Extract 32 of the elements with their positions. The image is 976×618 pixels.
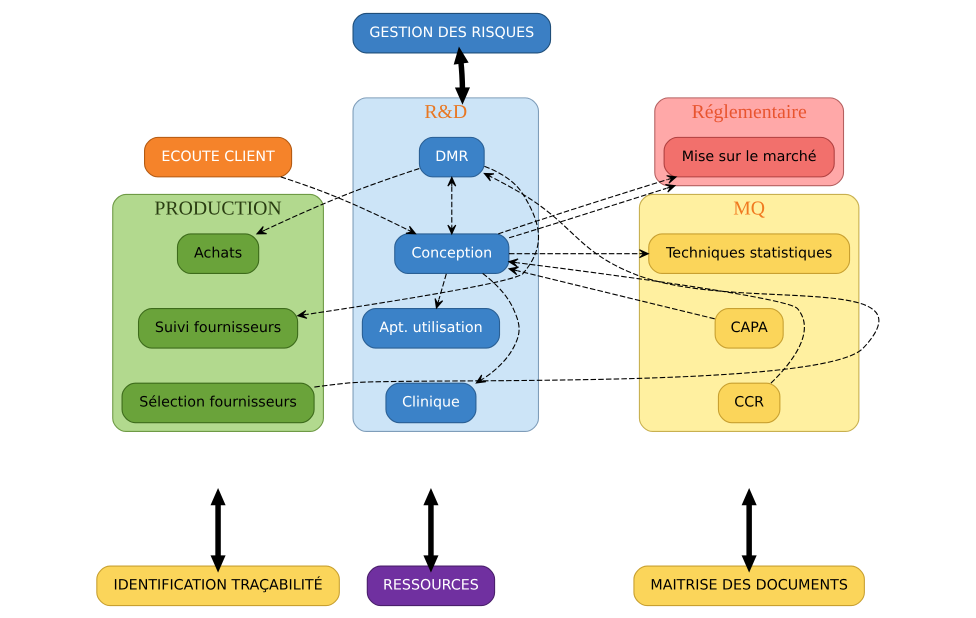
arrow <box>434 273 447 308</box>
node-box: Mise sur le marché <box>664 136 835 177</box>
arrow <box>256 168 420 234</box>
node-box: ECOUTE CLIENT <box>144 136 292 177</box>
arrow <box>498 174 677 234</box>
arrow <box>447 176 456 234</box>
node-box: Suivi fournisseurs <box>138 308 298 348</box>
node-box: MAITRISE DES DOCUMENTS <box>633 565 865 606</box>
node-box: Conception <box>394 232 510 274</box>
node-box: GESTION DES RISQUES <box>352 12 552 53</box>
node-box: IDENTIFICATION TRAÇABILITÉ <box>96 565 340 606</box>
arrow <box>423 488 438 572</box>
arrow <box>297 165 539 318</box>
node-box: Achats <box>176 232 260 274</box>
arrow <box>314 172 879 388</box>
arrow <box>742 488 757 572</box>
node-box: RESSOURCES <box>366 565 496 606</box>
arrow <box>508 266 715 319</box>
node-box: CCR <box>718 382 780 423</box>
arrow <box>454 46 470 104</box>
node-box: Apt. utilisation <box>362 308 500 348</box>
node-box: Techniques statistiques <box>648 232 850 274</box>
node-box: CAPA <box>714 308 784 348</box>
arrow <box>476 272 520 384</box>
arrow <box>509 248 649 258</box>
node-box: Clinique <box>385 382 476 423</box>
node-box: DMR <box>418 136 485 177</box>
arrow <box>280 176 416 234</box>
arrow <box>508 258 805 384</box>
arrow <box>210 488 226 572</box>
node-box: Sélection fournisseurs <box>122 382 315 423</box>
arrow <box>508 183 676 238</box>
